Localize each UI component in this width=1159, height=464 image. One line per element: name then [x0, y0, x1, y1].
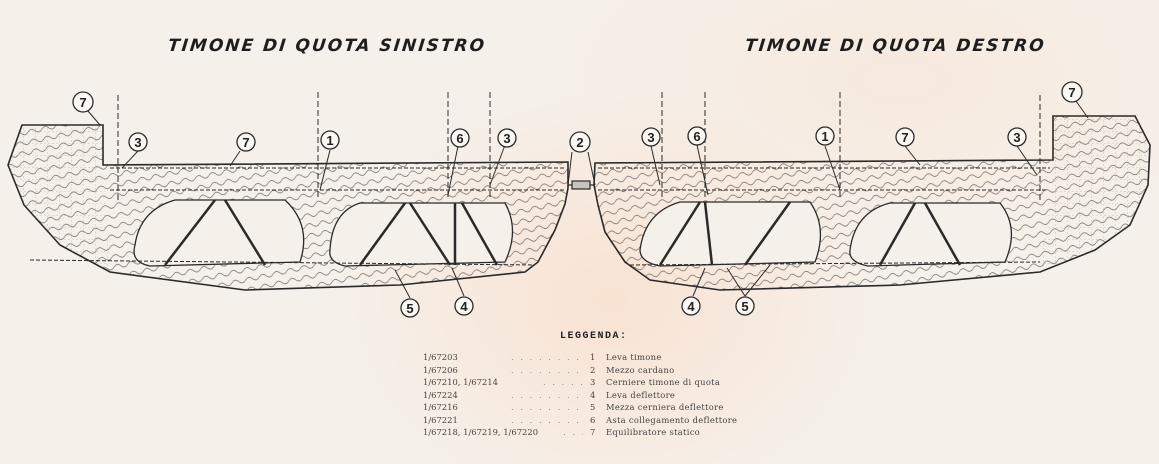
callout-3-left-a: 3 [134, 135, 141, 150]
callout-5-left: 5 [406, 301, 413, 316]
callout-7-right-b: 7 [901, 130, 908, 145]
callout-3-left-b: 3 [503, 131, 510, 146]
legend-codes: 1/67206 [423, 364, 458, 375]
legend-text: Mezzo cardano [606, 364, 675, 375]
callout-1-right: 1 [821, 129, 828, 144]
callout-markers [72, 81, 1083, 318]
right-spar-lines [598, 167, 1050, 266]
left-diagonal-ribs [164, 199, 499, 266]
legend-codes: 1/67221 [423, 414, 458, 425]
callout-labels: 7 3 7 1 6 3 2 5 4 3 6 1 7 3 7 4 5 [79, 85, 1075, 316]
legend-number: 7 [590, 427, 596, 437]
legend-number: 4 [590, 389, 596, 400]
callout-3-right-b: 3 [1013, 130, 1020, 145]
callout-2-center: 2 [576, 135, 583, 150]
legend-dots: . . . . . . . . . . . . . . . [511, 402, 583, 412]
cardan-joint [568, 180, 595, 190]
legend-text: Mezza cerniera deflettore [606, 402, 724, 412]
legend-codes: 1/67216 [423, 402, 458, 412]
legend-dots: . . . . . . . . . . . . . . . [511, 414, 583, 425]
legend-codes: 1/67218, 1/67219, 1/67220 [423, 427, 539, 437]
callout-4-right: 4 [687, 299, 695, 314]
legend-title: LEGGENDA: [560, 331, 628, 342]
legend-codes: 1/67224 [423, 389, 458, 400]
legend-number: 3 [590, 377, 596, 387]
right-rib-openings [639, 201, 1013, 267]
callout-5-right: 5 [741, 299, 748, 314]
legend-number: 5 [590, 402, 596, 412]
legend-text: Equilibratore statico [606, 427, 701, 437]
callout-6-left: 6 [456, 131, 463, 146]
legend-codes: 1/67210, 1/67214 [423, 377, 498, 387]
right-balance-grid [1040, 116, 1150, 272]
legend-codes: 1/67203 [423, 352, 458, 362]
legend-number: 1 [590, 352, 596, 362]
callout-6-right: 6 [693, 129, 700, 144]
left-elevator [7, 92, 569, 291]
callout-7-left: 7 [79, 95, 86, 110]
legend-text: Asta collegamento deflettore [606, 414, 738, 425]
legend-dots: . . . . . . . . . . . . . . . [511, 364, 583, 375]
legend-text: Leva deflettore [606, 389, 676, 400]
legend-dots: . . . . . . . . . . . . . . . [511, 352, 583, 362]
callout-7-left-b: 7 [242, 135, 249, 150]
legend-number: 6 [590, 414, 596, 425]
right-elevator [593, 92, 1151, 291]
legend-dots: . . . . . . . . . . . . . . . [563, 427, 583, 437]
legend-dots: . . . . . . . . . . . . . . . [511, 389, 583, 400]
left-spar-lines [29, 167, 565, 266]
left-hinge-posts [117, 92, 491, 200]
left-balance-grid [8, 125, 110, 272]
callout-7-right: 7 [1068, 85, 1075, 100]
legend-dots: . . . . . . . . . . . . . . . [543, 377, 583, 387]
callout-4-left: 4 [460, 299, 468, 314]
right-diagonal-ribs [658, 201, 962, 266]
leader-lines [87, 100, 1089, 299]
legend-number: 2 [590, 364, 596, 375]
callout-3-right-a: 3 [647, 130, 654, 145]
legend-text: Leva timone [606, 352, 662, 362]
callout-1-left: 1 [326, 133, 333, 148]
legend-text: Cerniere timone di quota [606, 377, 721, 387]
